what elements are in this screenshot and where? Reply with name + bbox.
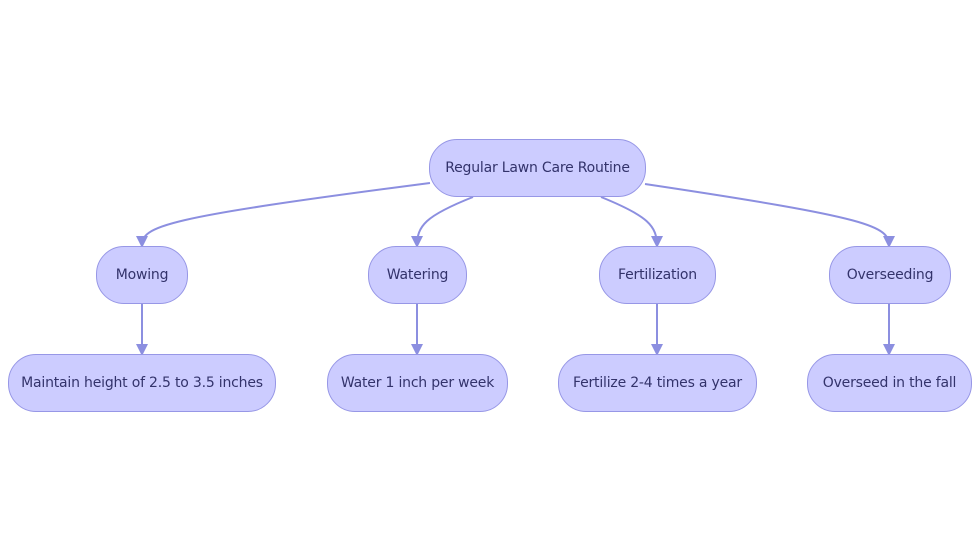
edge-root-to-overseeding — [644, 183, 895, 248]
node-root: Regular Lawn Care Routine — [429, 139, 646, 197]
node-mowing: Mowing — [96, 246, 188, 304]
node-overseeding-detail: Overseed in the fall — [807, 354, 972, 412]
node-watering: Watering — [368, 246, 467, 304]
edge-root-to-watering — [411, 196, 474, 248]
node-overseeding: Overseeding — [829, 246, 951, 304]
edge-root-to-mowing — [136, 182, 431, 248]
node-mowing-detail: Maintain height of 2.5 to 3.5 inches — [8, 354, 276, 412]
edge-root-to-fertilization — [600, 196, 663, 248]
node-fertilization-detail: Fertilize 2-4 times a year — [558, 354, 757, 412]
node-fertilization: Fertilization — [599, 246, 716, 304]
node-watering-detail: Water 1 inch per week — [327, 354, 508, 412]
